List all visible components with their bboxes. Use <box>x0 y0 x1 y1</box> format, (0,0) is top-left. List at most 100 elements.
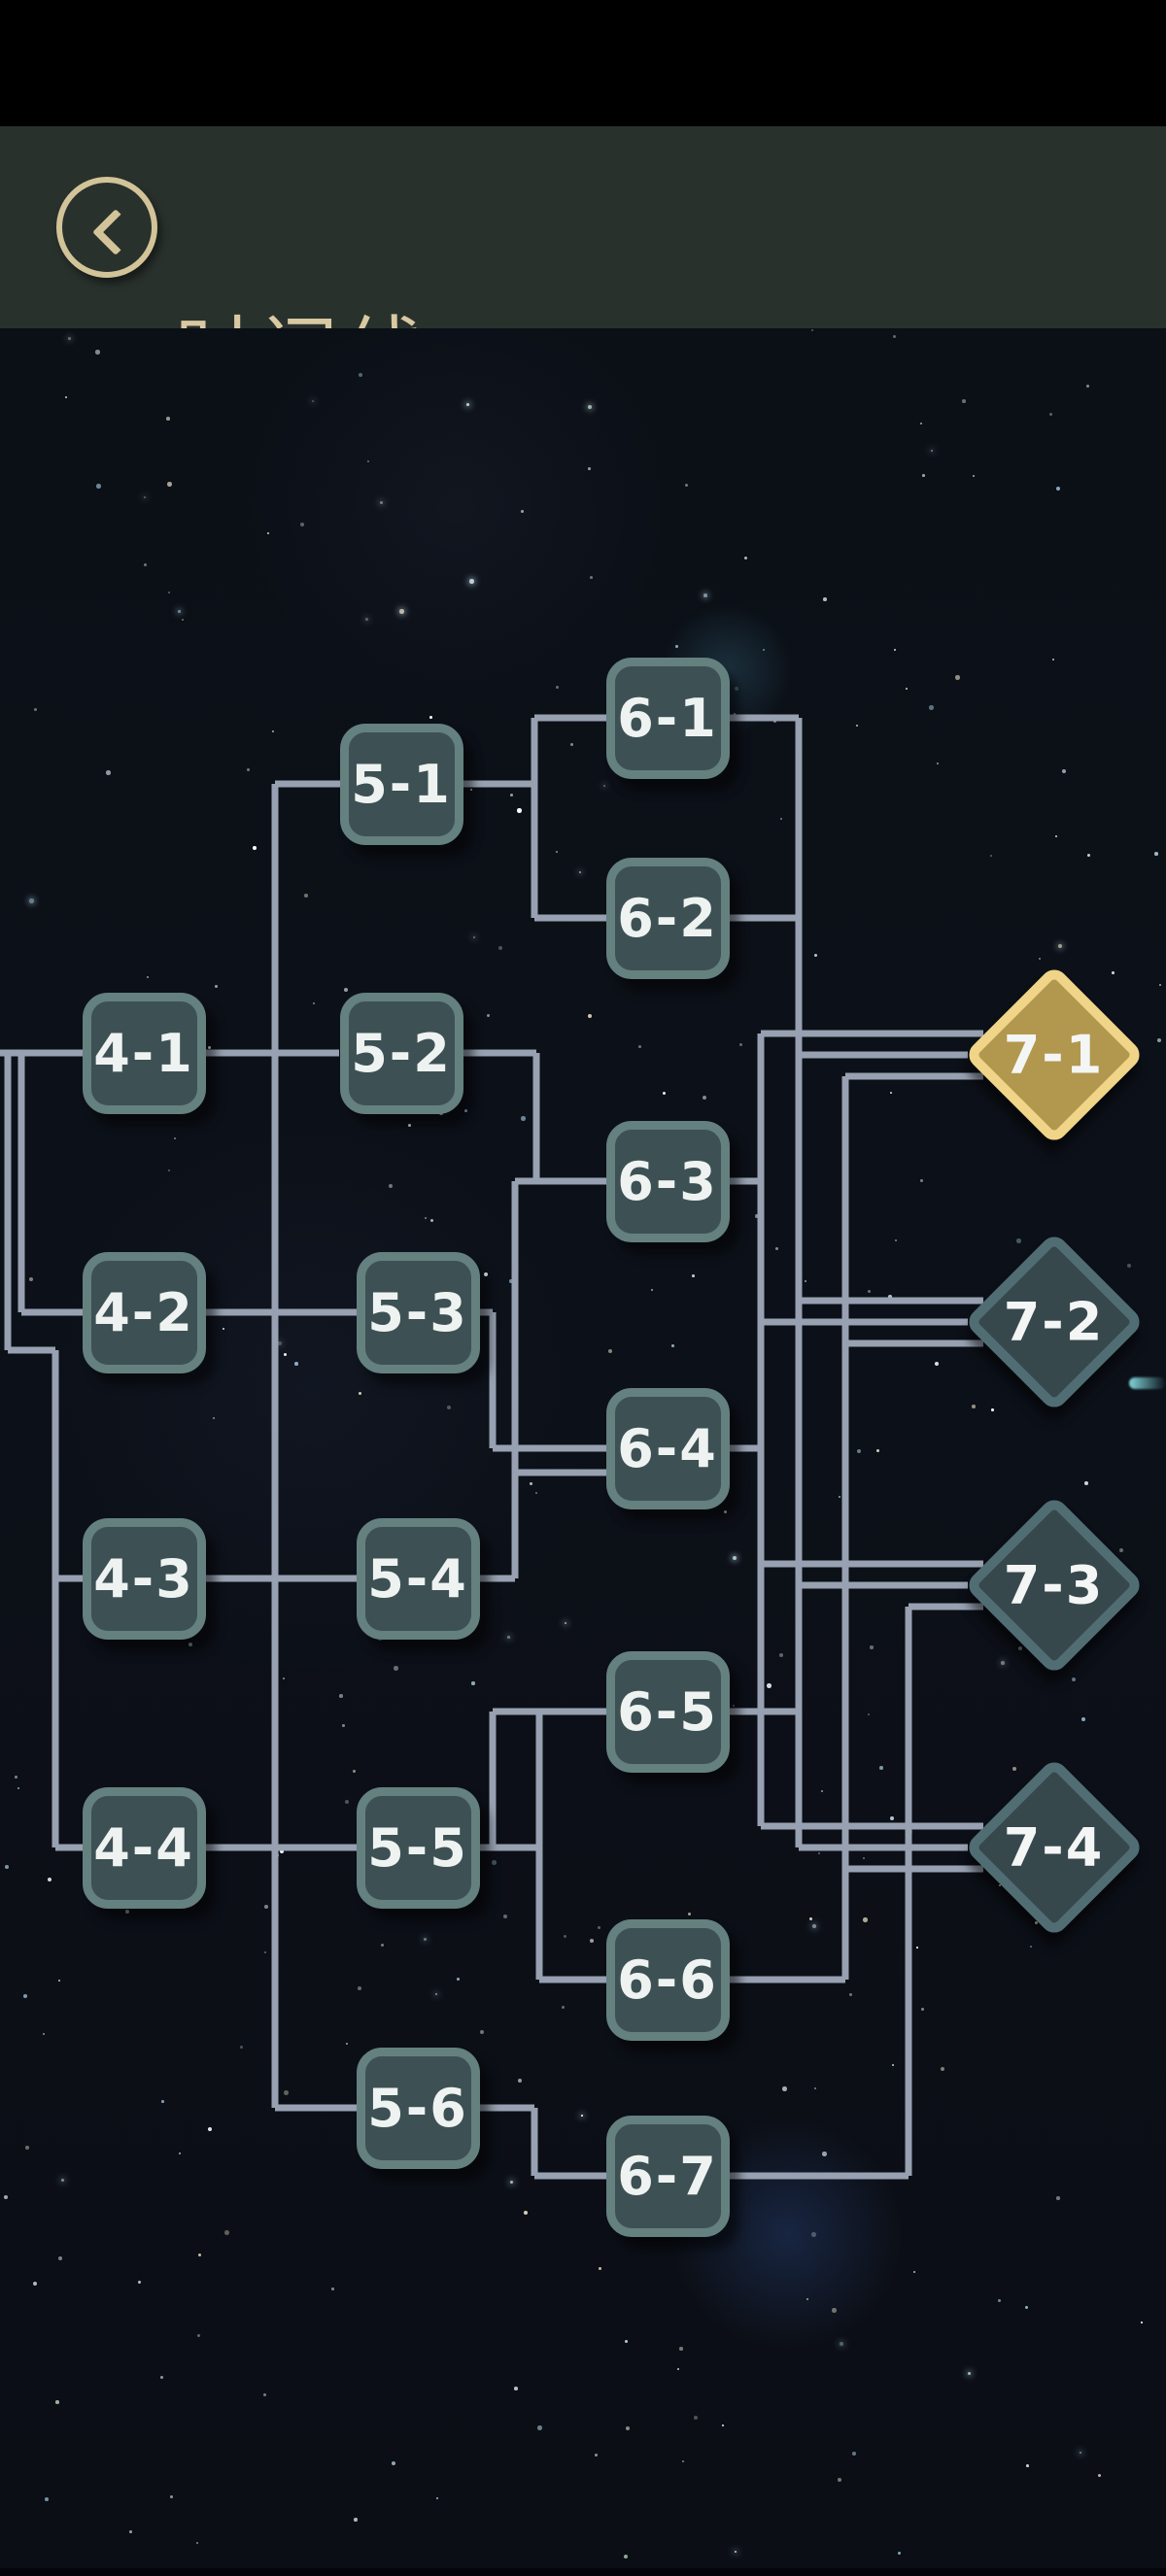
star-dot <box>598 1926 600 1929</box>
node-5-5[interactable]: 5-5 <box>356 1786 480 1909</box>
star-dot <box>359 373 363 378</box>
status-bar-top <box>0 0 1166 126</box>
star-dot <box>1052 659 1054 661</box>
node-label: 5-3 <box>367 1281 468 1343</box>
star-dot <box>998 2299 1001 2302</box>
star-dot <box>1098 2474 1102 2478</box>
timeline-map[interactable]: 4-1 4-2 4-3 4-4 5-1 5-2 5-3 5-4 5-5 5-6 6-1 6-2 6-3 6… <box>0 328 1166 2568</box>
star-dot <box>624 2555 628 2559</box>
star-dot <box>514 2387 518 2390</box>
star-dot <box>1025 2306 1029 2310</box>
star-dot <box>537 2425 542 2430</box>
node-6-6[interactable]: 6-6 <box>605 1918 730 2041</box>
star-dot <box>922 474 925 477</box>
star-dot <box>213 1417 216 1420</box>
star-dot <box>763 649 765 651</box>
node-label: 6-1 <box>617 687 718 749</box>
star-dot <box>530 1482 532 1485</box>
star-dot <box>196 2542 199 2545</box>
star-dot <box>898 2552 901 2555</box>
node-5-2[interactable]: 5-2 <box>339 992 463 1114</box>
star-dot <box>570 743 574 747</box>
star-dot <box>863 1917 868 1922</box>
node-label: 5-6 <box>367 2077 468 2139</box>
star-dot <box>663 1092 667 1096</box>
star-dot <box>703 1096 707 1101</box>
star-dot <box>651 1289 654 1292</box>
star-dot <box>868 1290 871 1293</box>
star-dot <box>284 2090 289 2095</box>
status-bar-bottom <box>0 2568 1166 2576</box>
node-6-3[interactable]: 6-3 <box>605 1120 730 1242</box>
star-dot <box>733 1705 736 1708</box>
star-dot <box>487 1014 491 1018</box>
star-dot <box>430 1219 434 1223</box>
star-dot <box>178 610 181 613</box>
star-dot <box>595 2454 599 2457</box>
node-5-4[interactable]: 5-4 <box>356 1517 480 1640</box>
star-dot <box>588 1014 593 1019</box>
node-6-7[interactable]: 6-7 <box>605 2115 730 2237</box>
star-dot <box>253 846 257 850</box>
star-dot <box>521 510 524 513</box>
node-4-1[interactable]: 4-1 <box>82 992 206 1114</box>
node-6-4[interactable]: 6-4 <box>605 1387 730 1509</box>
star-dot <box>359 1392 361 1395</box>
node-5-6[interactable]: 5-6 <box>356 2047 480 2169</box>
star-dot <box>179 2152 181 2154</box>
node-5-1[interactable]: 5-1 <box>339 723 463 845</box>
star-dot <box>913 2271 916 2274</box>
star-dot <box>61 2179 64 2182</box>
star-dot <box>856 725 859 728</box>
star-dot <box>358 1986 361 1990</box>
star-dot <box>518 2079 522 2083</box>
node-label: 6-4 <box>617 1417 718 1479</box>
star-dot <box>95 350 100 355</box>
star-dot <box>473 936 475 938</box>
star-dot <box>870 1645 874 1649</box>
star-dot <box>23 1994 27 1998</box>
node-label: 7-2 <box>1004 1291 1105 1353</box>
star-dot <box>280 1849 285 1854</box>
star-dot <box>521 1116 526 1121</box>
header-bar: 时间线 <box>0 126 1166 398</box>
star-dot <box>425 1217 428 1220</box>
star-dot <box>821 1790 823 1792</box>
star-dot <box>991 1408 994 1411</box>
star-dot <box>990 855 992 857</box>
star-dot <box>367 460 370 463</box>
star-dot <box>312 400 315 403</box>
star-dot <box>294 1362 298 1366</box>
node-5-3[interactable]: 5-3 <box>356 1251 480 1373</box>
star-dot <box>224 2230 229 2235</box>
star-dot <box>734 713 736 715</box>
node-4-4[interactable]: 4-4 <box>82 1786 206 1909</box>
back-button[interactable] <box>56 177 157 278</box>
node-4-2[interactable]: 4-2 <box>82 1251 206 1373</box>
star-dot <box>590 1939 594 1943</box>
star-dot <box>58 1980 60 1982</box>
star-dot <box>893 335 897 339</box>
node-6-1[interactable]: 6-1 <box>605 657 730 779</box>
star-dot <box>470 789 473 792</box>
star-dot <box>300 523 305 527</box>
star-dot <box>498 946 503 951</box>
star-dot <box>773 720 777 724</box>
star-dot <box>1055 835 1058 838</box>
star-dot <box>283 1678 285 1679</box>
star-dot <box>1080 2452 1082 2455</box>
star-dot <box>125 1910 129 1914</box>
star-dot <box>55 2400 59 2404</box>
star-dot <box>147 976 149 978</box>
star-dot <box>278 1341 283 1346</box>
node-6-5[interactable]: 6-5 <box>605 1650 730 1773</box>
node-label: 5-4 <box>367 1547 468 1610</box>
star-dot <box>507 1636 510 1639</box>
node-4-3[interactable]: 4-3 <box>82 1517 206 1640</box>
star-dot <box>353 1770 357 1774</box>
star-dot <box>920 423 922 424</box>
star-dot <box>849 1993 852 1996</box>
star-dot <box>129 2530 132 2533</box>
node-6-2[interactable]: 6-2 <box>605 857 730 979</box>
